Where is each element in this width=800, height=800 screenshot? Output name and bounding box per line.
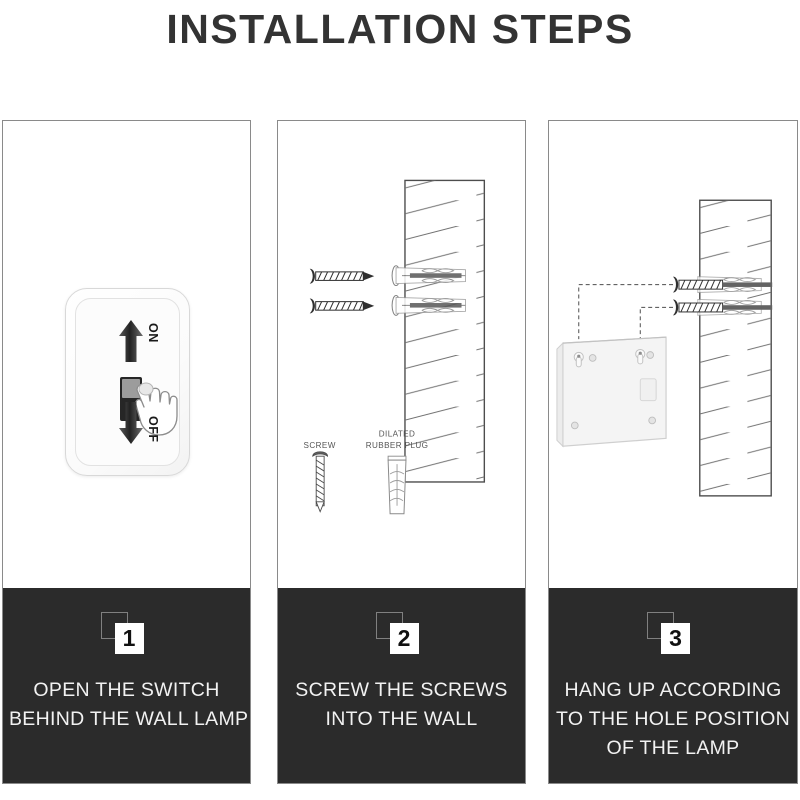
step-number-badge-3: 3 — [647, 612, 699, 658]
step-3-caption-band: 3 HANG UP ACCORDING TO THE HOLE POSITION… — [549, 588, 797, 783]
pointing-hand-icon — [131, 376, 185, 438]
page-title: INSTALLATION STEPS — [166, 6, 634, 52]
wall-block — [404, 179, 486, 483]
step-number-1: 1 — [122, 625, 136, 651]
badge-filled-square: 3 — [661, 623, 690, 654]
arrow-up-icon — [118, 319, 144, 363]
step-3-caption-line-1: HANG UP ACCORDING — [564, 679, 782, 701]
step-number-2: 2 — [397, 625, 411, 651]
step-2-caption-line-1: SCREW THE SCREWS — [295, 679, 508, 701]
step-3-caption: HANG UP ACCORDING TO THE HOLE POSITION O… — [555, 676, 791, 763]
switch-off-label: OFF — [146, 415, 160, 443]
wall-switch-plate: ON — [65, 288, 190, 476]
rocker-switch-paddle[interactable] — [122, 379, 140, 398]
wall-anchor-group — [391, 265, 466, 316]
badge-filled-square: 1 — [114, 623, 144, 654]
wall-block — [699, 199, 772, 497]
step-2-drawing: SCREW DILATED RUBBER PLUG — [304, 179, 486, 515]
step-1-caption-band: 1 OPEN THE SWITCH BEHIND THE WALL LAMP — [3, 588, 250, 783]
wall-switch-inner-bezel: ON — [75, 298, 180, 466]
alignment-guides — [578, 284, 673, 340]
mounted-screw-group — [673, 276, 773, 316]
step-number-badge-2: 2 — [375, 612, 428, 658]
backplate-corner-screws — [570, 351, 656, 430]
legend-screw: SCREW — [304, 441, 336, 513]
legend-plug-label-line-2: RUBBER PLUG — [366, 441, 429, 450]
keyhole-slot-group — [573, 348, 646, 368]
legend-rubber-plug: DILATED RUBBER PLUG — [366, 429, 429, 515]
legend-screw-label: SCREW — [304, 441, 336, 450]
step-3-drawing — [556, 199, 773, 497]
panels-container: ON — [2, 120, 798, 786]
step-3-caption-line-3: OF THE LAMP — [606, 737, 740, 759]
step-number-badge-1: 1 — [100, 612, 153, 658]
step-3-caption-line-2: TO THE HOLE POSITION — [556, 708, 790, 730]
step-2-caption-band: 2 SCREW THE SCREWS INTO THE WALL — [278, 588, 525, 783]
step-2-caption-line-2: INTO THE WALL — [325, 708, 478, 730]
step-panel-3: 3 HANG UP ACCORDING TO THE HOLE POSITION… — [548, 120, 798, 784]
step-1-caption-line-1: OPEN THE SWITCH — [33, 679, 220, 701]
step-number-3: 3 — [669, 625, 682, 651]
step-1-caption-line-2: BEHIND THE WALL LAMP — [9, 708, 249, 730]
step-3-illustration — [549, 121, 797, 590]
step-panel-1: ON — [2, 120, 251, 784]
step-1-illustration: ON — [3, 121, 250, 590]
arrow-down-icon — [118, 401, 144, 445]
step-2-illustration: SCREW DILATED RUBBER PLUG — [278, 121, 525, 590]
step-2-caption: SCREW THE SCREWS INTO THE WALL — [284, 676, 519, 734]
step-1-caption: OPEN THE SWITCH BEHIND THE WALL LAMP — [9, 676, 249, 734]
badge-filled-square: 2 — [389, 623, 419, 654]
switch-on-label: ON — [146, 323, 160, 343]
step-panel-2: SCREW DILATED RUBBER PLUG — [277, 120, 526, 784]
legend-plug-label-line-1: DILATED — [379, 429, 416, 438]
backplate-terminal-block — [639, 378, 657, 402]
screw-icon — [309, 268, 375, 314]
lamp-backplate — [556, 336, 667, 448]
